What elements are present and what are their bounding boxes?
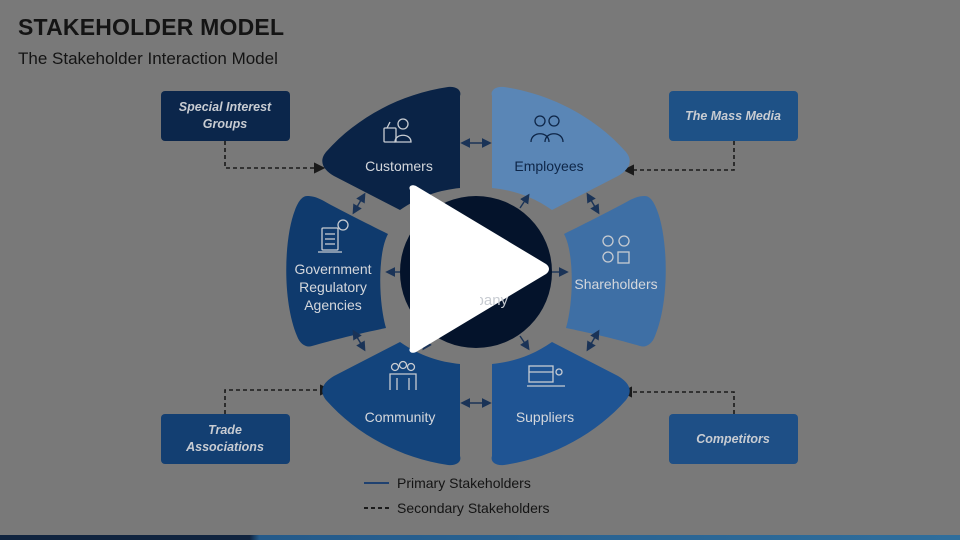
label-government-line-1: Government: [294, 261, 372, 277]
dashed-connector-mass-media: [622, 141, 735, 176]
slide-subtitle: The Stakeholder Interaction Model: [18, 49, 278, 68]
arrow-community-government: [352, 329, 366, 352]
label-special-interest-line-2: Groups: [202, 117, 248, 131]
label-special-interest-line-1: Special Interest: [178, 100, 272, 114]
label-suppliers: Suppliers: [515, 409, 575, 425]
mass-media-box: [669, 91, 798, 141]
label-special-interest-groups: Special Interest Groups: [161, 91, 289, 141]
arrow-center-suppliers: [519, 335, 530, 351]
dashed-connector-special-interest: [224, 141, 326, 174]
customer-icon: [383, 118, 412, 143]
competitors-box: [669, 414, 798, 464]
label-mass-media: The Mass Media: [669, 91, 797, 141]
label-mass-media-line-1: The Mass Media: [685, 108, 781, 123]
arrow-center-employees: [519, 193, 530, 209]
label-shareholders: Shareholders: [574, 276, 658, 292]
legend-secondary: Secondary Stakeholders: [397, 500, 550, 516]
segment-customers: [322, 86, 461, 210]
arrow-employees-shareholders: [586, 192, 600, 215]
legend-primary: Primary Stakeholders: [397, 475, 531, 491]
community-icon: [389, 360, 417, 390]
label-trade-associations: Trade Associations: [161, 414, 289, 464]
label-customers: Customers: [365, 158, 433, 174]
arrow-government-customers: [352, 192, 366, 215]
special-interest-groups-box: [161, 91, 290, 141]
segment-government: [286, 196, 388, 347]
label-community: Community: [364, 409, 436, 425]
suppliers-icon: [527, 365, 565, 387]
label-trade-line-1: Trade: [208, 423, 242, 437]
segment-community: [322, 342, 461, 466]
employees-icon: [530, 115, 564, 143]
label-employees: Employees: [514, 158, 584, 174]
arrow-shareholders-suppliers: [586, 329, 600, 352]
segment-shareholders: [564, 196, 666, 347]
segment-employees: [491, 86, 630, 210]
shareholders-icon: [602, 235, 630, 264]
label-competitors-line-1: Competitors: [696, 431, 770, 446]
dashed-connector-trade-associations: [224, 384, 332, 414]
play-icon[interactable]: [409, 185, 549, 353]
dashed-connector-competitors: [620, 386, 735, 414]
regulation-icon: [318, 219, 349, 253]
bottom-accent-bar: [0, 535, 960, 540]
label-trade-line-2: Associations: [186, 440, 264, 454]
label-government: Government Regulatory Agencies: [268, 260, 398, 314]
trade-associations-box: [161, 414, 290, 464]
label-government-line-3: Agencies: [304, 297, 362, 313]
slide-title: STAKEHOLDER MODEL: [18, 14, 285, 40]
segment-suppliers: [491, 342, 630, 466]
center-label: Company: [480, 292, 516, 309]
label-government-line-2: Regulatory: [299, 279, 367, 295]
label-competitors: Competitors: [669, 414, 797, 464]
